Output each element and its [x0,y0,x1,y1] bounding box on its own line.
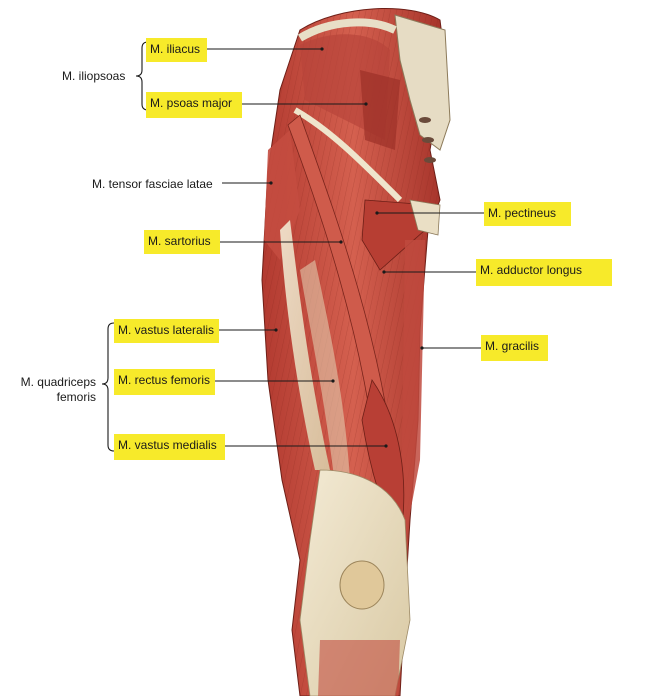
quadriceps-brace [101,322,115,452]
patella [339,560,385,610]
label-quadriceps-line2: femoris [56,390,96,404]
label-sartorius: M. sartorius [144,230,220,254]
pectineus-tendon [409,199,441,236]
label-psoas-major: M. psoas major [146,92,242,118]
label-quadriceps-femoris: M. quadriceps femoris [4,375,96,405]
label-iliacus: M. iliacus [146,38,207,62]
label-gracilis: M. gracilis [481,335,548,361]
label-rectus-femoris: M. rectus femoris [114,369,215,395]
iliopsoas-brace [135,41,149,111]
inguinal-ligament [293,107,403,203]
label-vastus-lateralis: M. vastus lateralis [114,319,219,343]
label-adductor-longus: M. adductor longus [476,259,612,286]
label-tensor-fasciae-latae: M. tensor fasciae latae [92,177,213,191]
label-quadriceps-line1: M. quadriceps [20,375,96,389]
label-vastus-medialis: M. vastus medialis [114,434,225,460]
label-pectineus: M. pectineus [484,202,571,226]
label-iliopsoas: M. iliopsoas [62,69,126,83]
